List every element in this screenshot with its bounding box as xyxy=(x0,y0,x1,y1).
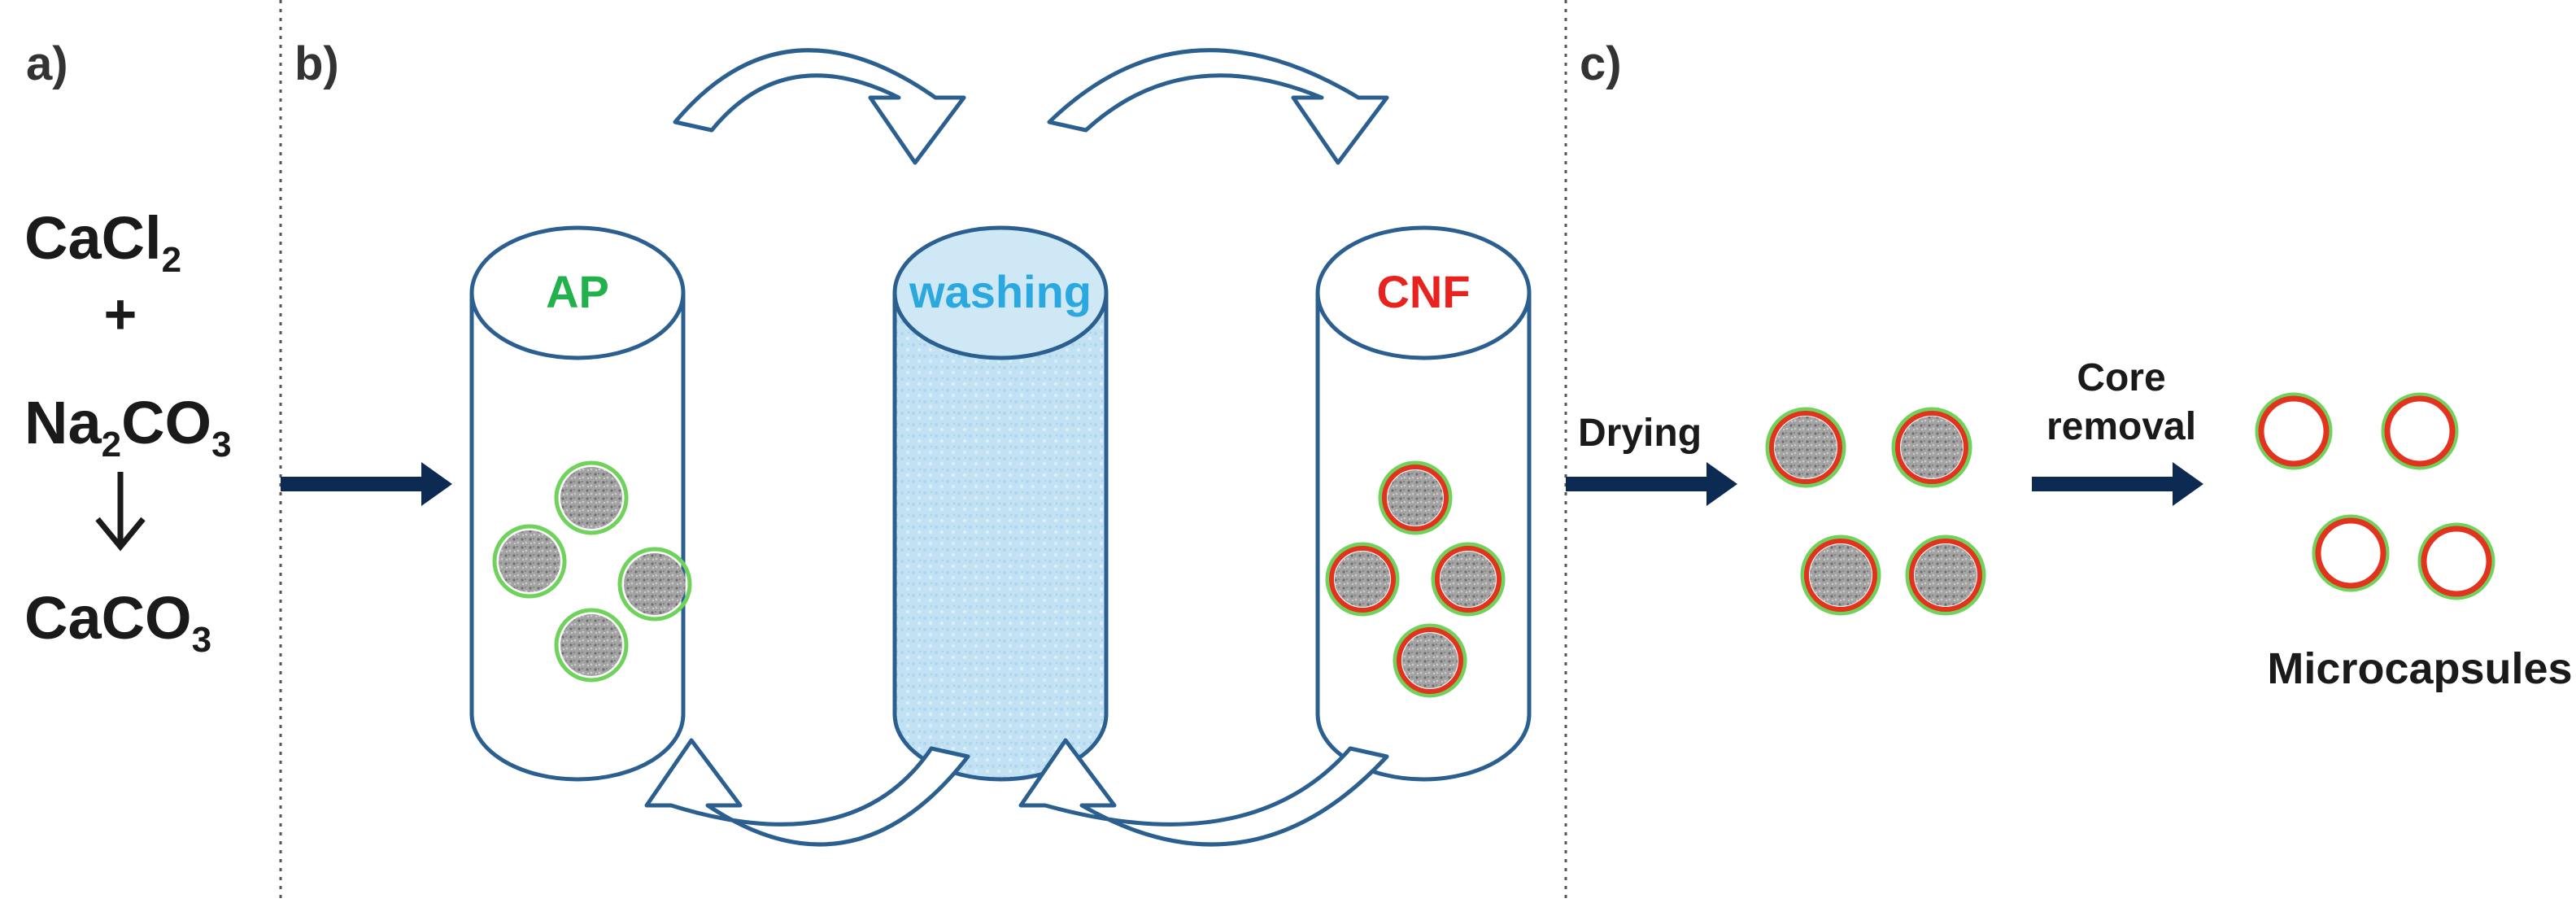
particle-cnf xyxy=(1431,542,1506,617)
particle-ap xyxy=(617,547,692,622)
panel-label-b: b) xyxy=(294,37,339,90)
particle-ap xyxy=(554,460,629,535)
curved-arrow-top xyxy=(673,48,966,165)
particle-dried xyxy=(1891,407,1972,488)
label-washing: washing xyxy=(909,266,1092,317)
panel-label-c: c) xyxy=(1580,37,1622,90)
plus-sign: + xyxy=(104,282,137,346)
particle-dried xyxy=(1905,534,1986,616)
label-ap: AP xyxy=(546,266,609,317)
panel-label-a: a) xyxy=(26,37,68,90)
cylinder-body xyxy=(1315,293,1532,782)
step-core: Core xyxy=(2077,356,2165,399)
cylinder-cnf xyxy=(1315,225,1532,782)
cylinder-washing xyxy=(892,225,1109,782)
product-caco3: CaCO3 xyxy=(24,584,211,660)
particle-cnf xyxy=(1325,542,1400,617)
particle-dried xyxy=(1765,407,1846,488)
reactant-cacl2: CaCl2 xyxy=(24,204,181,280)
cylinder-top xyxy=(892,225,1109,360)
curved-arrow-bottom xyxy=(644,738,970,847)
arrow-core-removal xyxy=(2032,462,2203,506)
curved-arrow-top xyxy=(1047,48,1389,165)
label-microcapsules: Microcapsules xyxy=(2267,644,2572,693)
microcapsule xyxy=(2381,392,2459,470)
microcapsule xyxy=(2255,392,2333,470)
reaction-arrow xyxy=(95,472,146,552)
particle-cnf xyxy=(1378,460,1453,535)
microcapsule xyxy=(2417,522,2495,600)
cylinder-body xyxy=(469,293,686,782)
arrow-drying xyxy=(1566,462,1737,506)
microcapsule xyxy=(2312,514,2390,592)
particles xyxy=(492,392,2495,698)
step-drying: Drying xyxy=(1578,412,1702,455)
cylinder-top xyxy=(1315,225,1532,360)
cylinder-ap xyxy=(469,225,686,782)
cylinder-body xyxy=(892,293,1109,782)
label-cnf: CNF xyxy=(1376,266,1470,317)
particle-dried xyxy=(1800,534,1881,616)
particle-ap xyxy=(492,524,567,599)
arrow-a-to-b xyxy=(281,462,452,506)
curved-arrow-bottom xyxy=(1018,738,1389,847)
cycle-arrows xyxy=(644,48,1389,847)
step-removal: removal xyxy=(2046,405,2196,448)
particle-ap xyxy=(554,608,629,683)
particle-cnf xyxy=(1393,623,1467,698)
cylinder-top xyxy=(469,225,686,360)
reactant-na2co3: Na2CO3 xyxy=(24,389,232,465)
